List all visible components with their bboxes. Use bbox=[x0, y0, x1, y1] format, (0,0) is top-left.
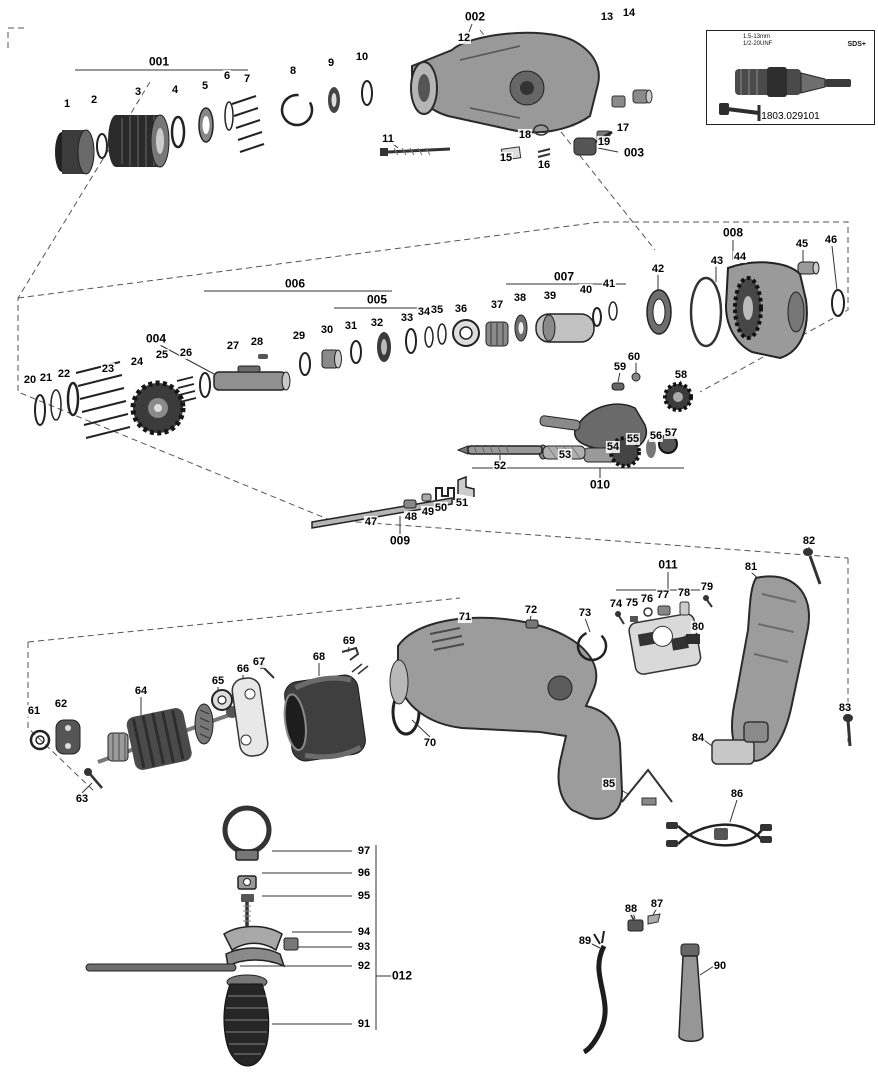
motor-housing-drawing bbox=[29, 548, 853, 847]
rod-assembly-drawing bbox=[311, 475, 475, 529]
chuck-assembly-drawing bbox=[55, 80, 451, 175]
side-handle-drawing bbox=[85, 805, 704, 1067]
inset-sds-badge: SDS+ bbox=[847, 41, 866, 48]
chuck-adapter-drawing bbox=[719, 67, 851, 121]
inset-part-code: 1803.029101 bbox=[761, 111, 820, 122]
gear-housing-drawing bbox=[410, 31, 653, 161]
chuck-inset-box: 1.5-13mm 1/2-20UNF SDS+ 1803.029101 bbox=[706, 30, 875, 125]
inset-thread-text: 1/2-20UNF bbox=[743, 41, 773, 47]
inset-size-text: 1.5-13mm bbox=[743, 34, 771, 40]
leader-lines bbox=[75, 23, 849, 1030]
spindle-hammer-train-drawing bbox=[34, 261, 845, 468]
